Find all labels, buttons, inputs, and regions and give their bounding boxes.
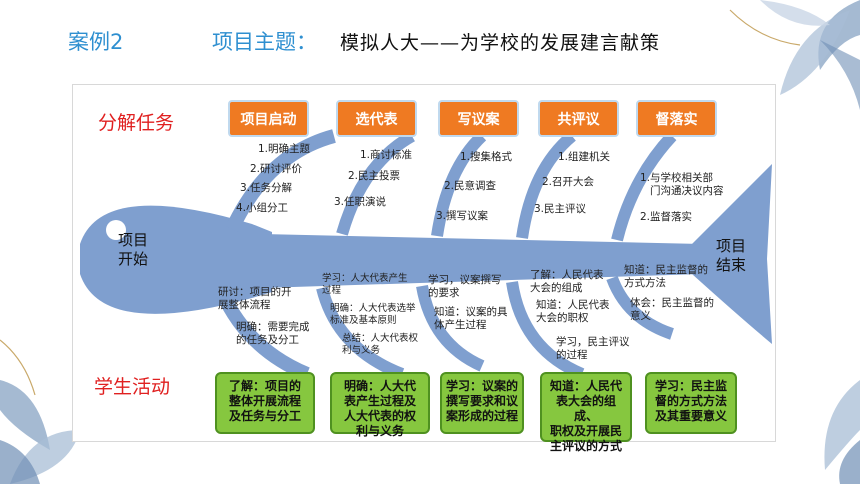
activities-label: 学生活动 (94, 376, 171, 398)
upper-text: 3.任务分解 (240, 182, 293, 194)
upper-text: 1.组建机关 (558, 151, 611, 163)
activity-box: 学习：议案的撰写要求和议案形成的过程 (440, 372, 524, 434)
lower-text: 的过程 (556, 349, 588, 361)
lower-text: 总结：人大代表权 (342, 333, 419, 344)
lower-text: 学习，议案撰写 (428, 274, 502, 286)
tasks-label: 分解任务 (98, 112, 175, 134)
fish-end-label: 项目结束 (716, 237, 747, 274)
activity-box: 了解：项目的整体开展流程及任务与分工 (215, 372, 315, 434)
stage-select-representatives: 选代表 (336, 100, 417, 137)
activity-box: 明确：人大代表产生过程及人大代表的权利与义务 (330, 372, 430, 438)
lower-text: 明确：需要完成 (236, 321, 310, 333)
lower-text: 体会：民主监督的 (630, 297, 714, 309)
lower-text: 标准及基本原则 (330, 315, 397, 326)
upper-text: 2.召开大会 (542, 176, 595, 188)
lower-text: 明确：人大代表选举 (330, 303, 416, 314)
leaf-decoration-top-right (729, 0, 860, 110)
lower-text: 知道：人民代表 (536, 299, 610, 311)
fish-head (80, 205, 272, 314)
fish-tail (692, 164, 772, 344)
upper-text: 1.与学校相关部 (640, 172, 714, 184)
stage-joint-review: 共评议 (538, 100, 619, 137)
fish-spine (262, 234, 702, 288)
upper-text: 2.监督落实 (640, 211, 693, 223)
lower-text: 利与义务 (342, 345, 381, 356)
lower-text: 展整体流程 (218, 299, 271, 311)
upper-text: 4.小组分工 (236, 202, 289, 214)
lower-text: 的要求 (428, 287, 460, 299)
upper-text: 2.研讨评价 (250, 163, 303, 175)
lower-text: 学习，民主评议 (556, 336, 630, 348)
activity-box: 学习：民主监督的方式方法及其重要意义 (645, 372, 737, 434)
lower-text: 大会的组成 (530, 282, 583, 294)
lower-text: 知道：民主监督的 (624, 264, 708, 276)
upper-text: 3.民主评议 (534, 203, 587, 215)
theme-label: 项目主题： (212, 30, 317, 54)
leaf-decoration-bottom-left (0, 339, 80, 484)
lower-text: 大会的职权 (536, 312, 589, 324)
lower-text: 研讨：项目的开 (218, 286, 292, 298)
lower-text: 的任务及分工 (236, 334, 299, 346)
upper-text: 3.任职演说 (334, 196, 387, 208)
lower-text: 了解：人民代表 (530, 269, 604, 281)
upper-text: 3.撰写议案 (436, 210, 489, 222)
upper-text: 2.民意调查 (444, 180, 497, 192)
lower-text: 方式方法 (624, 277, 666, 289)
leaf-decoration-bottom-right (824, 380, 860, 484)
stage-write-proposal: 写议案 (438, 100, 519, 137)
lower-text: 知道：议案的具 (434, 306, 508, 318)
upper-text: 1.明确主题 (258, 143, 311, 155)
fish-start-label: 项目开始 (118, 231, 149, 268)
stage-supervise-implementation: 督落实 (636, 100, 717, 137)
fishbone-skeleton (80, 129, 772, 381)
upper-text: 1.商讨标准 (360, 149, 413, 161)
theme-title: 模拟人大——为学校的发展建言献策 (340, 32, 661, 54)
case-number: 案例2 (68, 30, 124, 54)
fish-eye (106, 220, 126, 240)
lower-text: 学习：人大代表产生 (322, 273, 408, 284)
stage-project-launch: 项目启动 (228, 100, 309, 137)
lower-text: 体产生过程 (434, 319, 487, 331)
upper-text: 2.民主投票 (348, 170, 401, 182)
upper-text: 1.搜集格式 (460, 151, 513, 163)
activity-box: 知道：人民代表大会的组成、职权及开展民主评议的方式 (540, 372, 632, 453)
lower-text: 意义 (630, 310, 651, 322)
lower-text: 过程 (322, 285, 342, 296)
upper-text: 门沟通决议内容 (650, 185, 724, 197)
